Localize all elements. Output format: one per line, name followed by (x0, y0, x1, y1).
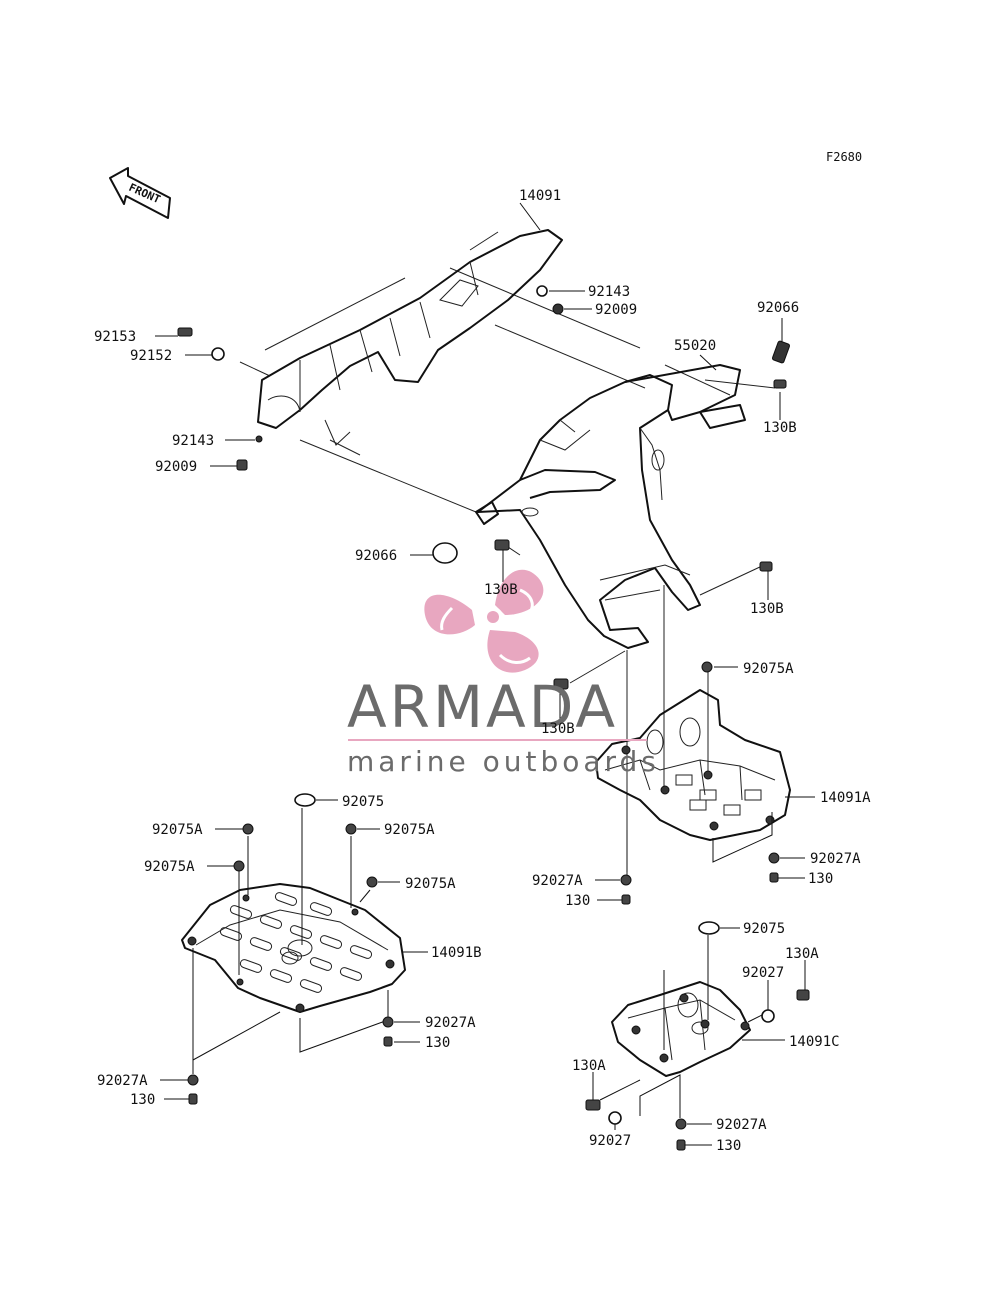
callout-label: 14091C (789, 1034, 840, 1050)
bolt-130b-right (773, 379, 787, 389)
front-arrow-icon: FRONT (109, 167, 171, 219)
skid-plate-14091a-hardware (620, 661, 780, 905)
assembly-guide-lines (239, 231, 776, 878)
callout-label: 130 (808, 871, 833, 887)
watermark: ARMADA marine outboards (347, 569, 660, 778)
callout-leaders (155, 202, 806, 1146)
callout-label: 130 (425, 1035, 450, 1051)
collar-92009-left (236, 459, 248, 471)
callout-label: 130A (785, 946, 819, 962)
callout-label: 92075 (342, 794, 384, 810)
cap-92066-right (772, 340, 790, 364)
callout-label: 92027A (810, 851, 861, 867)
callout-label: 92009 (595, 302, 637, 318)
grommet-92143-left (255, 435, 263, 443)
bolt-130b-center (494, 539, 510, 551)
callout-label: 92027A (97, 1073, 148, 1089)
bolt-130b-lower (759, 561, 773, 572)
figure-code: F2680 (826, 150, 862, 164)
skid-plate-14091c-hardware (585, 921, 810, 1151)
grommet-92143 (536, 285, 548, 297)
callout-label: 92066 (757, 300, 799, 316)
callout-label: 55020 (674, 338, 716, 354)
callout-label: 92152 (130, 348, 172, 364)
brand-tagline: marine outboards (347, 745, 660, 778)
guard-frame (475, 364, 746, 649)
brand-name: ARMADA (347, 673, 618, 741)
callout-label: 130B (541, 721, 575, 737)
upper-guard-cover (257, 229, 563, 446)
callout-label: 92075A (405, 876, 456, 892)
washer-92152 (211, 347, 225, 361)
callout-labels: 14091 92143 92009 92153 92152 92066 5502… (94, 188, 871, 1154)
skid-plate-14091c (611, 981, 751, 1077)
callout-label: 130B (484, 582, 518, 598)
skid-plate-14091b-leaders (192, 808, 428, 1074)
callout-label: 92075A (144, 859, 195, 875)
skid-plate-14091a-leaders (626, 796, 815, 872)
callout-label: 92153 (94, 329, 136, 345)
bolt-130b-left (553, 678, 569, 690)
callout-label: 92075A (743, 661, 794, 677)
callout-label: 92075A (152, 822, 203, 838)
skid-plate-14091b-hardware (187, 793, 394, 1105)
callout-label: 14091B (431, 945, 482, 961)
callout-label: 92027 (742, 965, 784, 981)
callout-label: 130 (130, 1092, 155, 1108)
bolt-92153 (177, 327, 193, 337)
callout-label: 92027A (532, 873, 583, 889)
callout-label: 130 (716, 1138, 741, 1154)
callout-label: 92075A (384, 822, 435, 838)
skid-plate-14091a (595, 689, 791, 841)
callout-label: 92066 (355, 548, 397, 564)
cap-92066-left (432, 542, 458, 564)
callout-label: 92027A (425, 1015, 476, 1031)
callout-label: 92009 (155, 459, 197, 475)
callout-label: 92027 (589, 1133, 631, 1149)
propeller-logo-icon (424, 569, 544, 673)
callout-label: 130A (572, 1058, 606, 1074)
collar-92009 (552, 303, 564, 315)
callout-label: 130B (750, 601, 784, 617)
callout-label: 92027A (716, 1117, 767, 1133)
callout-label: 92143 (588, 284, 630, 300)
callout-label: 14091 (519, 188, 561, 204)
skid-plate-14091b (181, 883, 406, 1013)
callout-label: 92075 (743, 921, 785, 937)
callout-label: 92143 (172, 433, 214, 449)
callout-label: 130B (763, 420, 797, 436)
top-hardware (177, 285, 790, 690)
callout-label: 14091A (820, 790, 871, 806)
callout-label: 130 (565, 893, 590, 909)
